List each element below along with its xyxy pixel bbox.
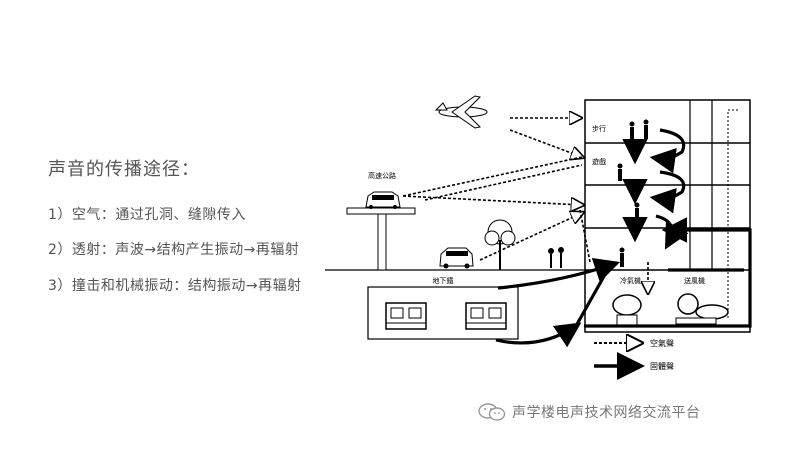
street-car-icon: [439, 247, 474, 269]
overpass-car-icon: [365, 191, 401, 209]
bullet-impact: 3）撞击和机械振动：结构振动→再辐射: [48, 278, 302, 294]
bullet-transmission: 2）透射：声波→结构产生振动→再辐射: [48, 242, 300, 258]
highway-overpass: 高速公路: [346, 171, 416, 271]
legend: 空氣聲 固體聲: [594, 338, 674, 380]
pedestrians-icon: [548, 247, 564, 268]
occupants-icon: [617, 119, 649, 267]
subway-train-icon-2: [465, 302, 507, 330]
highway-label: 高速公路: [368, 171, 396, 180]
subway-train-icon-1: [385, 302, 427, 330]
tree-icon: [484, 219, 516, 270]
legend-airborne-label: 空氣聲: [650, 338, 674, 348]
building: 步行 遊戲 冷氣機 送風機: [584, 99, 751, 333]
airplane-icon: [434, 95, 488, 129]
watermark: 声学楼电声技术网络交流平台: [478, 402, 701, 422]
watermark-text: 声学楼电声技术网络交流平台: [512, 405, 701, 421]
floor-label-walking: 步行: [592, 124, 606, 133]
subway-label: 地下鐵: [433, 276, 454, 285]
floor-label-play: 遊戲: [592, 157, 606, 166]
machine-label-blower: 送風機: [684, 276, 705, 285]
slide-title: 声音的传播途径：: [48, 159, 200, 180]
structure-borne-paths: [495, 128, 752, 348]
subway-tunnel: 地下鐵: [367, 276, 519, 340]
airborne-paths: [402, 118, 648, 292]
blower-machine-icon: [675, 293, 729, 325]
wechat-icon: [478, 403, 506, 421]
legend-structure-label: 固體聲: [650, 361, 674, 371]
machine-label-chiller: 冷氣機: [620, 276, 641, 285]
bullet-airborne: 1）空气：通过孔洞、缝隙传入: [48, 207, 246, 223]
chiller-machine-icon: [612, 294, 642, 326]
